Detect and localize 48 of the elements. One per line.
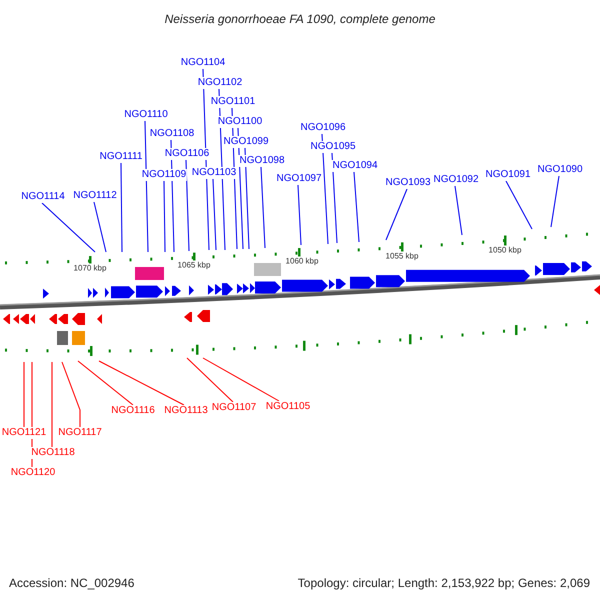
- scale-label: 1065 kbp: [176, 260, 212, 270]
- gene-label: NGO1106: [164, 148, 210, 160]
- scale-label: 1055 kbp: [384, 252, 420, 260]
- leader-line: [94, 202, 106, 252]
- leader-line: [332, 152, 338, 244]
- gene-label: NGO1118: [30, 447, 76, 459]
- gene-label: NGO1098: [238, 155, 286, 167]
- gene-label: NGO1103: [190, 167, 238, 179]
- leader-line: [98, 360, 184, 406]
- leader-line: [144, 120, 148, 252]
- title: Neisseria gonorrhoeae FA 1090, complete genome: [164, 11, 436, 28]
- leader-line: [354, 172, 360, 242]
- leader-line: [298, 184, 302, 246]
- leader-line: [164, 180, 166, 252]
- gene-label: NGO1099: [222, 136, 270, 148]
- gene-label: NGO1112: [72, 190, 118, 202]
- leader-line: [62, 362, 80, 428]
- gene-label: NGO1101: [210, 96, 256, 108]
- footer-text: Accession: NC_002946: [9, 575, 134, 592]
- gene-label: NGO1093: [384, 177, 432, 189]
- gene-label: NGO1091: [484, 169, 532, 181]
- scale-label: 1060 kbp: [284, 256, 320, 266]
- leader-line: [120, 162, 122, 252]
- scale-label: 1050 kbp: [488, 246, 522, 254]
- footer-text: Topology: circular; Length: 2,153,922 bp; Genes: 2,069: [298, 575, 590, 592]
- gene-label: NGO1109: [140, 169, 188, 181]
- gene-label: NGO1092: [432, 174, 480, 186]
- scale-label: 1070 kbp: [72, 264, 108, 272]
- leader-line: [454, 186, 462, 236]
- leader-line: [186, 358, 234, 402]
- leader-line: [550, 176, 560, 228]
- gene-label: NGO1090: [536, 164, 584, 176]
- leader-line: [386, 188, 408, 240]
- gene-label: NGO1121: [0, 427, 48, 439]
- leader-line: [78, 360, 134, 406]
- leader-line: [186, 160, 190, 252]
- leader-line: [506, 180, 532, 230]
- leader-line: [244, 148, 250, 250]
- gene-label: NGO1094: [331, 160, 379, 172]
- gene-label: NGO1102: [196, 77, 244, 89]
- leader-line: [322, 134, 328, 244]
- leader-line: [42, 202, 96, 252]
- leader-line: [260, 166, 266, 248]
- leader-line: [202, 358, 280, 402]
- leader-line: [212, 178, 216, 250]
- gene-label: NGO1095: [309, 141, 357, 153]
- gene-label: NGO1100: [216, 116, 264, 128]
- gene-label: NGO1114: [20, 191, 66, 203]
